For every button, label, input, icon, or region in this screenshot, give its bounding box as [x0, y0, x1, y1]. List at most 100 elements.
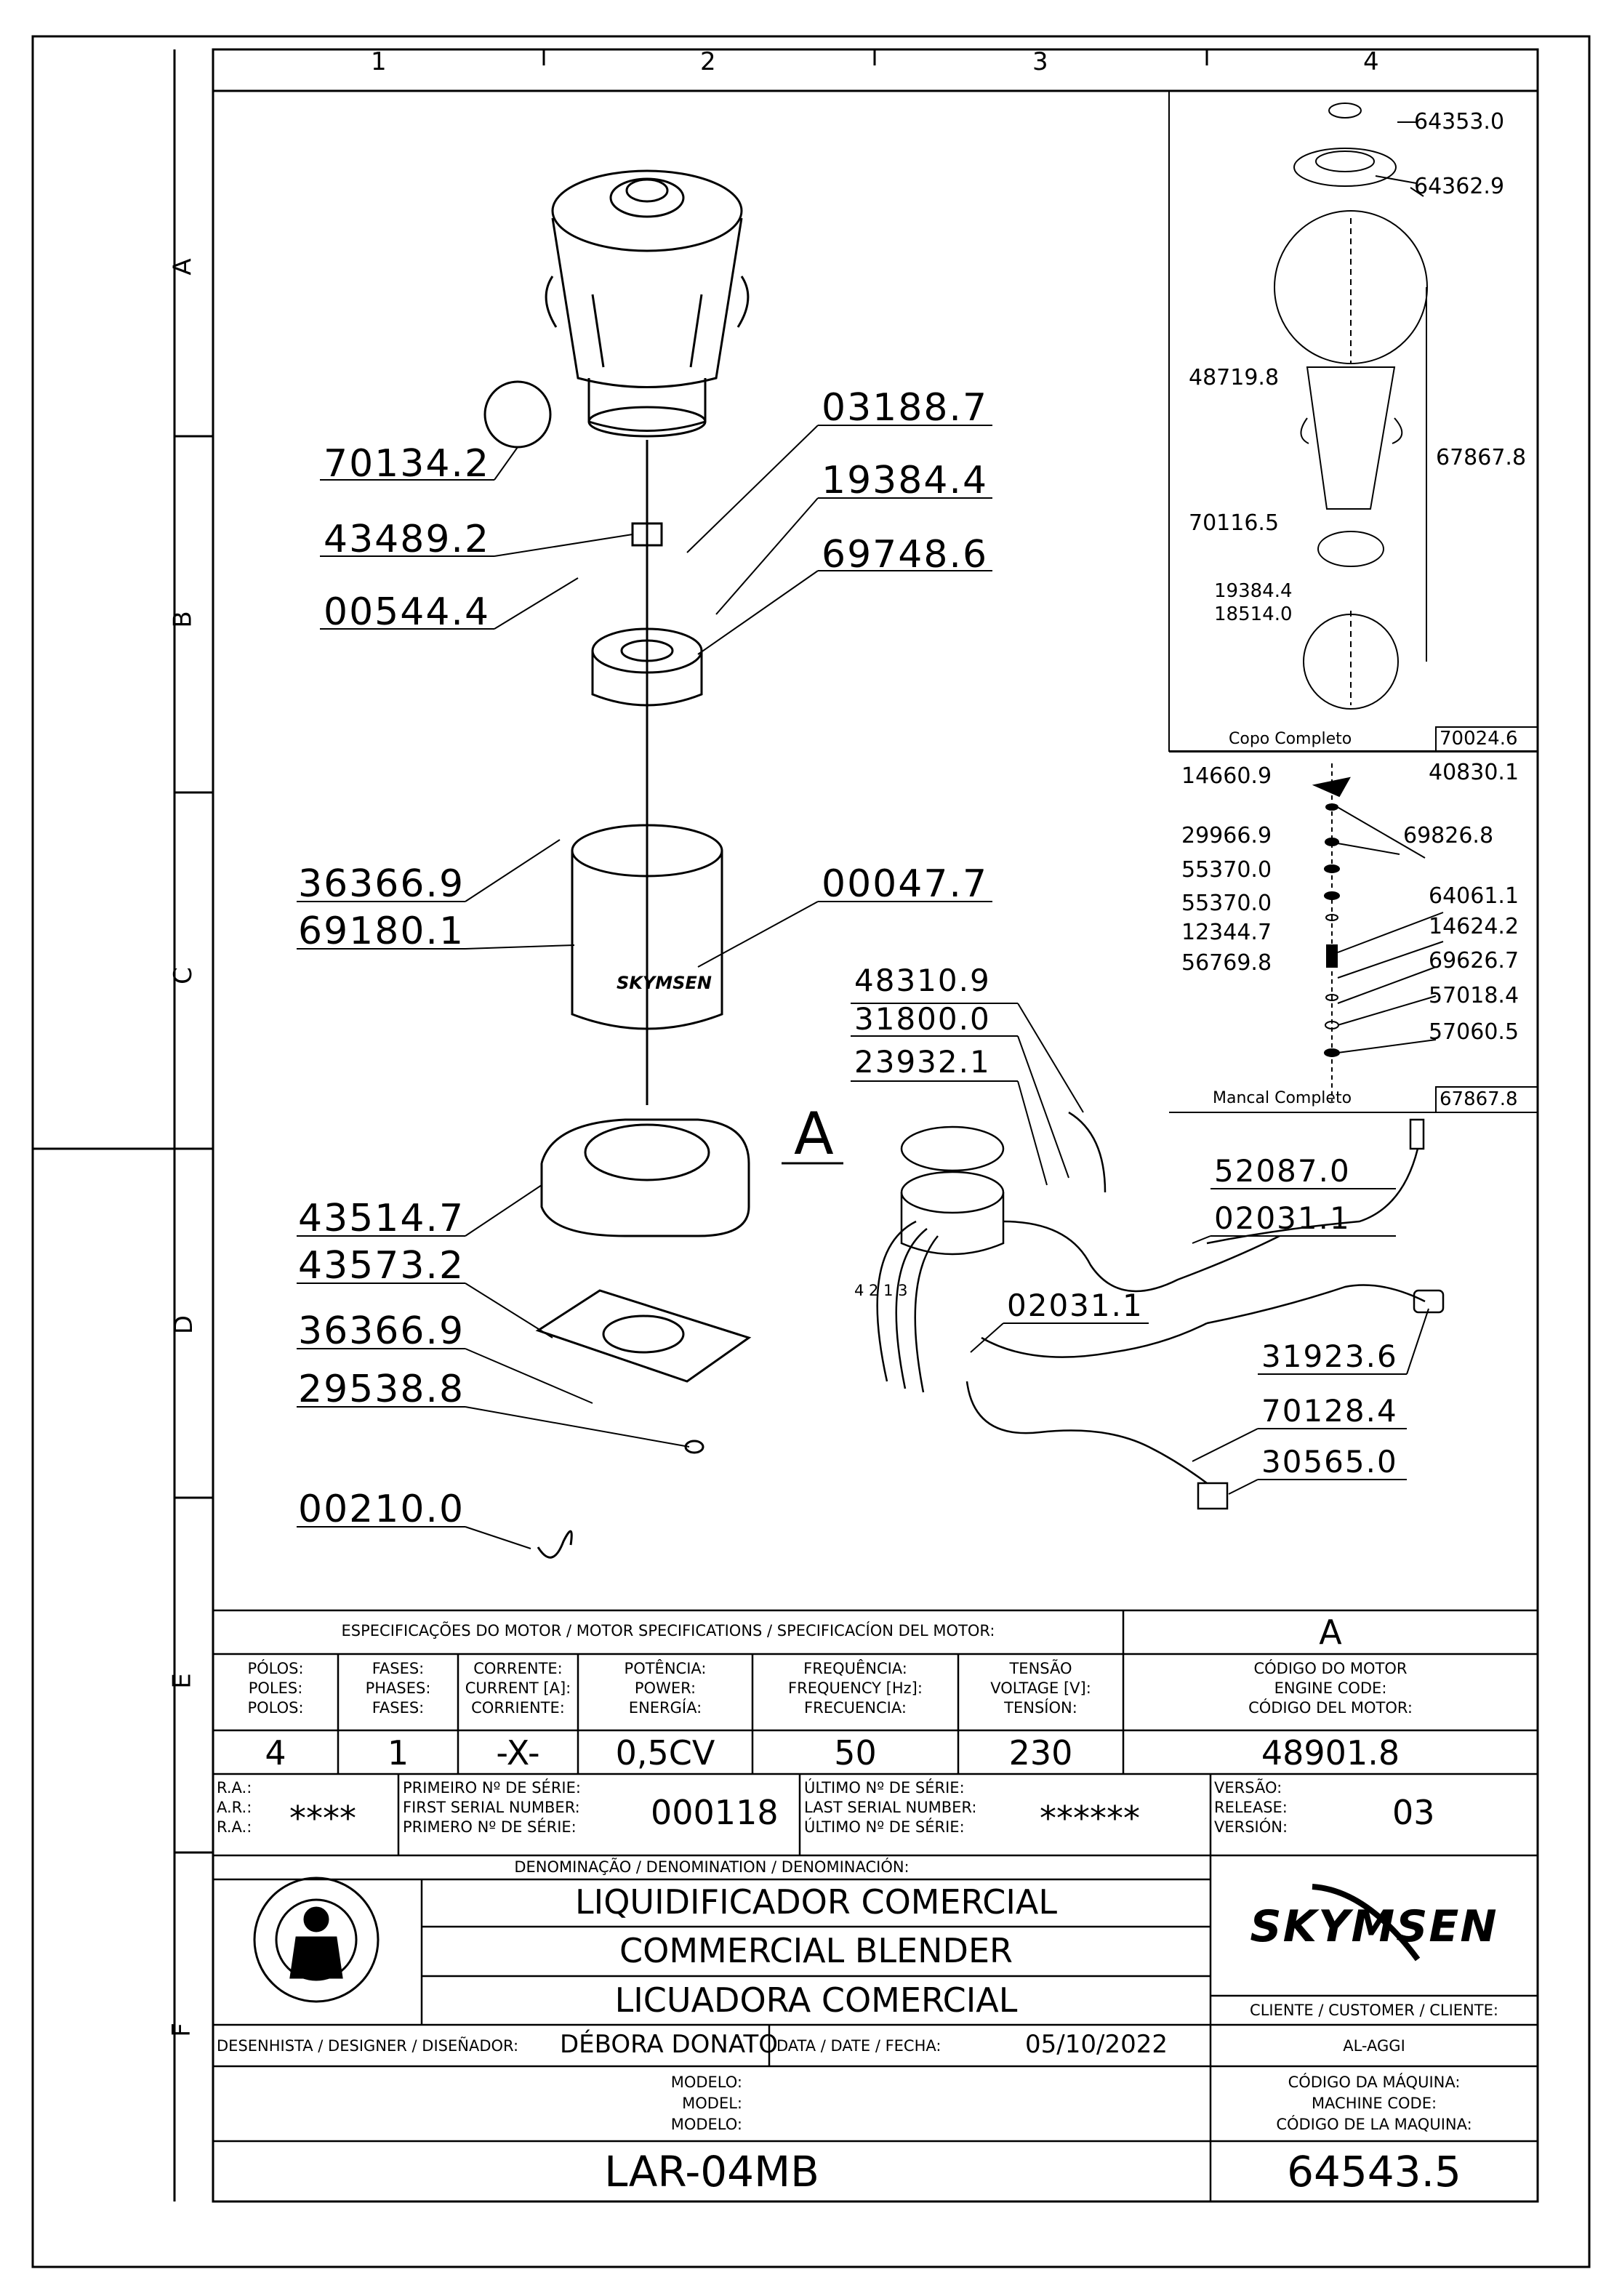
- wire-numbers: 4 2 1 3: [854, 1282, 908, 1299]
- bearing-part-label: 64061.1: [1429, 883, 1519, 909]
- ra-label: R.A.:A.R.:R.A.:: [217, 1779, 252, 1836]
- bearing-part-label: 69826.8: [1403, 823, 1494, 848]
- cup-panel-code: 70024.6: [1440, 728, 1518, 750]
- last-serial-value: ******: [1040, 1799, 1140, 1838]
- row-label-f: F: [166, 2023, 196, 2037]
- row-label-e: E: [167, 1673, 197, 1689]
- machine-code-value: 64543.5: [1287, 2147, 1461, 2196]
- part-label: 36366.9: [298, 1309, 465, 1353]
- part-label: 69748.6: [822, 533, 989, 577]
- date-label: DATA / DATE / FECHA:: [776, 2037, 942, 2055]
- cup-part-label: 48719.8: [1189, 365, 1280, 390]
- product-name-en: COMMERCIAL BLENDER: [619, 1931, 1013, 1970]
- bearing-part-label: 69626.7: [1429, 948, 1519, 974]
- cup-part-label: 70116.5: [1189, 510, 1280, 536]
- spec-current-label: CORRENTE:CURRENT [A]:CORRIENTE:: [465, 1660, 571, 1717]
- denomination-label: DENOMINAÇÃO / DENOMINATION / DENOMINACIÓ…: [514, 1858, 910, 1876]
- cup-panel-title: Copo Completo: [1229, 730, 1352, 748]
- spec-frequency-label: FREQUÊNCIA:FREQUENCY [Hz]:FRECUENCIA:: [788, 1660, 923, 1717]
- part-label: 19384.4: [822, 459, 989, 502]
- row-label-a: A: [168, 258, 198, 276]
- cup-part-label: 64353.0: [1414, 109, 1505, 135]
- bearing-part-label: 12344.7: [1181, 920, 1272, 945]
- client-value: AL-AGGI: [1343, 2037, 1405, 2055]
- part-label: 02031.1: [1214, 1200, 1351, 1236]
- bearing-part-label: 55370.0: [1181, 891, 1272, 916]
- bearing-part-label: 29966.9: [1181, 823, 1272, 848]
- outer-frame: [31, 35, 1591, 2268]
- bearing-part-label: 57060.5: [1429, 1019, 1519, 1045]
- spec-power-value: 0,5CV: [615, 1733, 715, 1773]
- column-label-1: 1: [371, 47, 387, 76]
- part-label: 23932.1: [854, 1044, 991, 1080]
- section-marker: A: [794, 1100, 834, 1168]
- cup-part-label: 64362.9: [1414, 174, 1505, 199]
- part-label: 02031.1: [1007, 1288, 1144, 1323]
- part-label: 70134.2: [324, 442, 491, 486]
- part-label: 00544.4: [324, 590, 491, 634]
- cup-part-label: 19384.4: [1214, 580, 1293, 602]
- bearing-part-label: 14660.9: [1181, 763, 1272, 789]
- bearing-panel-title: Mancal Completo: [1213, 1089, 1352, 1107]
- spec-poles-value: 4: [265, 1733, 286, 1773]
- part-label: 69180.1: [298, 910, 465, 953]
- part-label: 48310.9: [854, 963, 991, 998]
- product-name-pt: LIQUIDIFICADOR COMERCIAL: [575, 1882, 1057, 1922]
- bearing-part-label: 57018.4: [1429, 983, 1519, 1008]
- bearing-part-label: 55370.0: [1181, 857, 1272, 883]
- spec-poles-label: PÓLOS:POLES:POLOS:: [247, 1660, 304, 1717]
- bearing-part-label: 14624.2: [1429, 914, 1519, 939]
- part-label: 70128.4: [1261, 1393, 1398, 1429]
- part-label: 43489.2: [324, 518, 491, 561]
- bearing-panel-code: 67867.8: [1440, 1088, 1518, 1110]
- spec-frequency-value: 50: [834, 1733, 877, 1773]
- row-label-d: D: [169, 1314, 199, 1335]
- model-label: MODELO:MODEL:MODELO:: [670, 2074, 742, 2133]
- cup-part-label: 18514.0: [1214, 603, 1293, 625]
- spec-phases-label: FASES:PHASES:FASES:: [365, 1660, 431, 1717]
- brand-logo: SKYMSEN: [1250, 1901, 1498, 1952]
- release-label: VERSÃO:RELEASE:VERSIÓN:: [1214, 1779, 1288, 1836]
- row-label-c: C: [168, 967, 198, 984]
- part-label: 00210.0: [298, 1488, 465, 1531]
- part-label: 52087.0: [1214, 1153, 1351, 1189]
- bearing-part-label: 40830.1: [1429, 760, 1519, 785]
- part-label: 31800.0: [854, 1001, 991, 1037]
- engine-code-value: 48901.8: [1261, 1733, 1400, 1773]
- cup-part-label: 67867.8: [1436, 445, 1527, 470]
- part-label: 00047.7: [822, 862, 989, 906]
- part-label: 36366.9: [298, 862, 465, 906]
- column-label-3: 3: [1032, 47, 1048, 76]
- part-label: 43573.2: [298, 1244, 465, 1288]
- spec-phases-value: 1: [387, 1733, 409, 1773]
- model-value: LAR-04MB: [604, 2147, 819, 2196]
- ra-value: ****: [289, 1799, 356, 1838]
- date-value: 05/10/2022: [1025, 2030, 1168, 2059]
- engine-label: A: [1319, 1613, 1342, 1652]
- machine-code-label: CÓDIGO DA MÁQUINA:MACHINE CODE:CÓDIGO DE…: [1276, 2074, 1472, 2133]
- column-label-4: 4: [1363, 47, 1379, 76]
- spec-power-label: POTÊNCIA:POWER:ENERGÍA:: [624, 1660, 707, 1717]
- housing-brand: SKYMSEN: [617, 973, 712, 993]
- bearing-part-label: 56769.8: [1181, 950, 1272, 976]
- product-name-es: LICUADORA COMERCIAL: [614, 1980, 1018, 2020]
- designer-label: DESENHISTA / DESIGNER / DISEÑADOR:: [217, 2037, 519, 2055]
- part-label: 31923.6: [1261, 1338, 1398, 1374]
- release-value: 03: [1392, 1793, 1435, 1832]
- assistance-seal: [253, 1876, 380, 2003]
- brand-swoosh: [1312, 1884, 1421, 1962]
- first-serial-label: PRIMEIRO Nº DE SÉRIE:FIRST SERIAL NUMBER…: [403, 1779, 581, 1836]
- designer-value: DÉBORA DONATO: [560, 2030, 778, 2059]
- row-label-b: B: [168, 611, 198, 628]
- part-label: 29538.8: [298, 1368, 465, 1411]
- first-serial-value: 000118: [651, 1793, 779, 1832]
- motor-spec-header: ESPECIFICAÇÕES DO MOTOR / MOTOR SPECIFIC…: [341, 1622, 995, 1639]
- part-label: 43514.7: [298, 1197, 465, 1240]
- part-label: 03188.7: [822, 386, 989, 430]
- spec-current-value: -X-: [496, 1733, 540, 1773]
- last-serial-label: ÚLTIMO Nº DE SÉRIE:LAST SERIAL NUMBER:ÚL…: [804, 1779, 977, 1836]
